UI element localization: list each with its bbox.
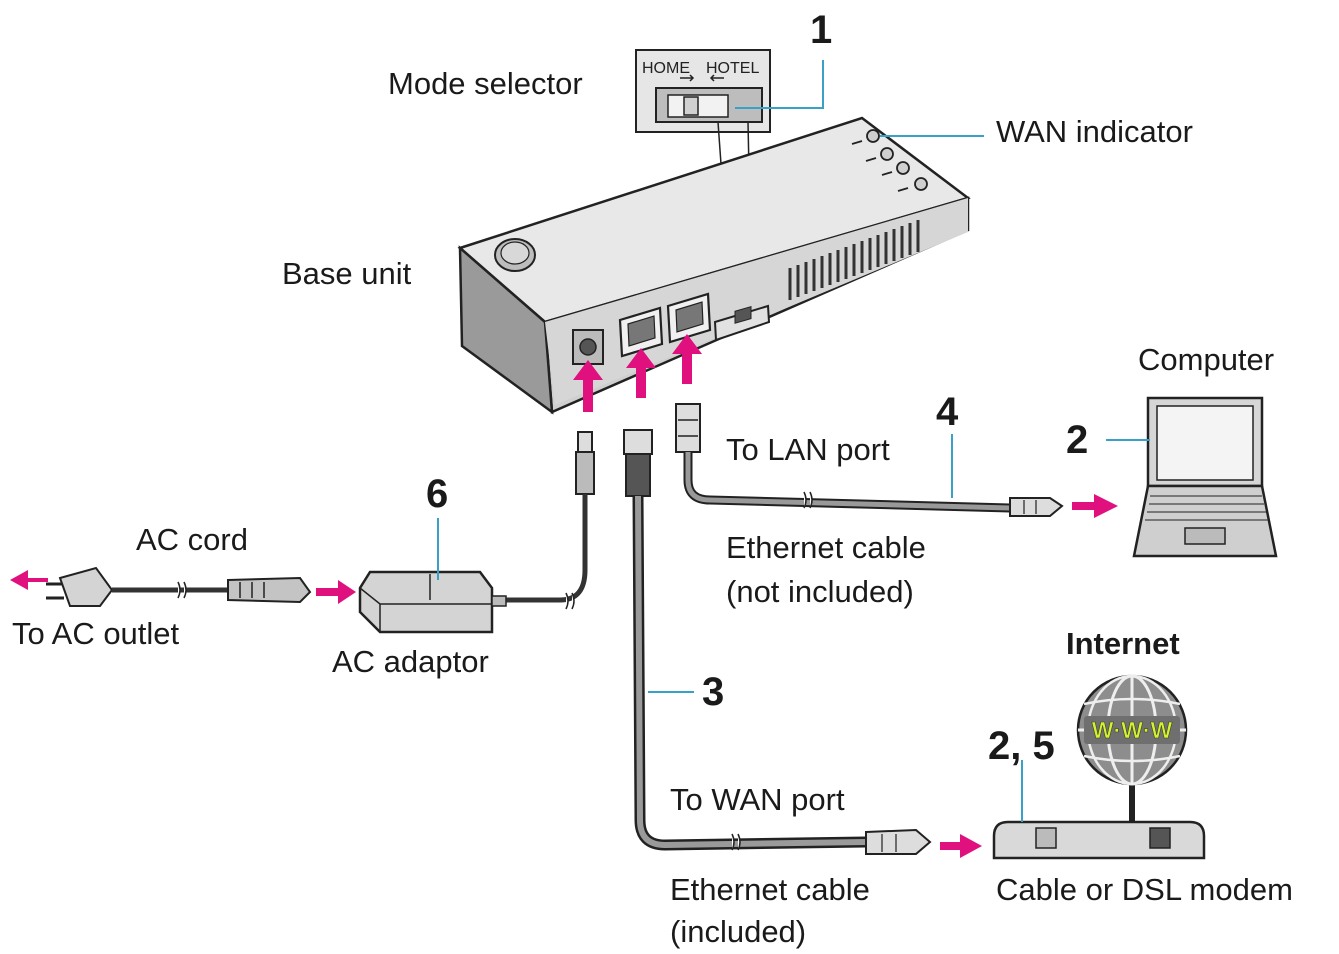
ethernet-cable-wan-line1: Ethernet cable [670,872,870,907]
internet-label: Internet [1066,626,1180,661]
base-unit-label: Base unit [282,256,412,291]
callout-number-6: 6 [426,472,449,516]
wan-ethernet-cable [623,429,932,855]
arrow-to-outlet [10,570,48,590]
lan-ethernet-cable [675,403,1064,517]
callout-number-3: 3 [702,670,725,714]
wan-indicator-label: WAN indicator [996,114,1193,149]
laptop-computer [1132,396,1278,558]
ethernet-cable-lan-line1: Ethernet cable [726,530,926,565]
ac-adaptor-label: AC adaptor [332,644,489,679]
arrow-wan [626,348,656,398]
arrow-to-modem [940,834,982,858]
arrow-power [573,360,603,412]
callout-number-1: 1 [810,8,833,52]
arrow-to-adaptor [316,580,356,604]
callout-number-4: 4 [936,390,959,434]
computer-label: Computer [1138,342,1275,377]
ac-adaptor-device [358,570,507,634]
internet-globe-icon: W·W·W [1076,674,1188,786]
base-unit-device [457,116,971,415]
indicator-leds [851,129,928,192]
callout-number-2-5: 2, 5 [988,724,1055,768]
connect-arrows-base [573,334,702,412]
www-label: W·W·W [1092,717,1173,743]
modem-device [992,760,1206,860]
ethernet-cable-lan-line2: (not included) [726,574,914,609]
modem-label: Cable or DSL modem [996,872,1293,907]
mode-switch-knob [683,96,699,116]
to-ac-outlet-label: To AC outlet [12,616,180,651]
arrow-to-computer [1072,494,1118,518]
home-label: HOME [642,60,690,77]
to-wan-port-label: To WAN port [670,782,845,817]
ac-cord-label: AC cord [136,522,248,557]
ethernet-cable-wan-line2: (included) [670,914,807,949]
dc-cable [500,431,595,610]
callout-number-2-computer: 2 [1066,418,1089,462]
arrow-lan [672,334,702,384]
ac-cord [46,566,312,607]
to-lan-port-label: To LAN port [726,432,890,467]
vent-grille [788,220,920,300]
hotel-label: HOTEL [706,60,759,77]
callout-line-1 [735,60,824,109]
mode-selector-label: Mode selector [388,66,583,101]
